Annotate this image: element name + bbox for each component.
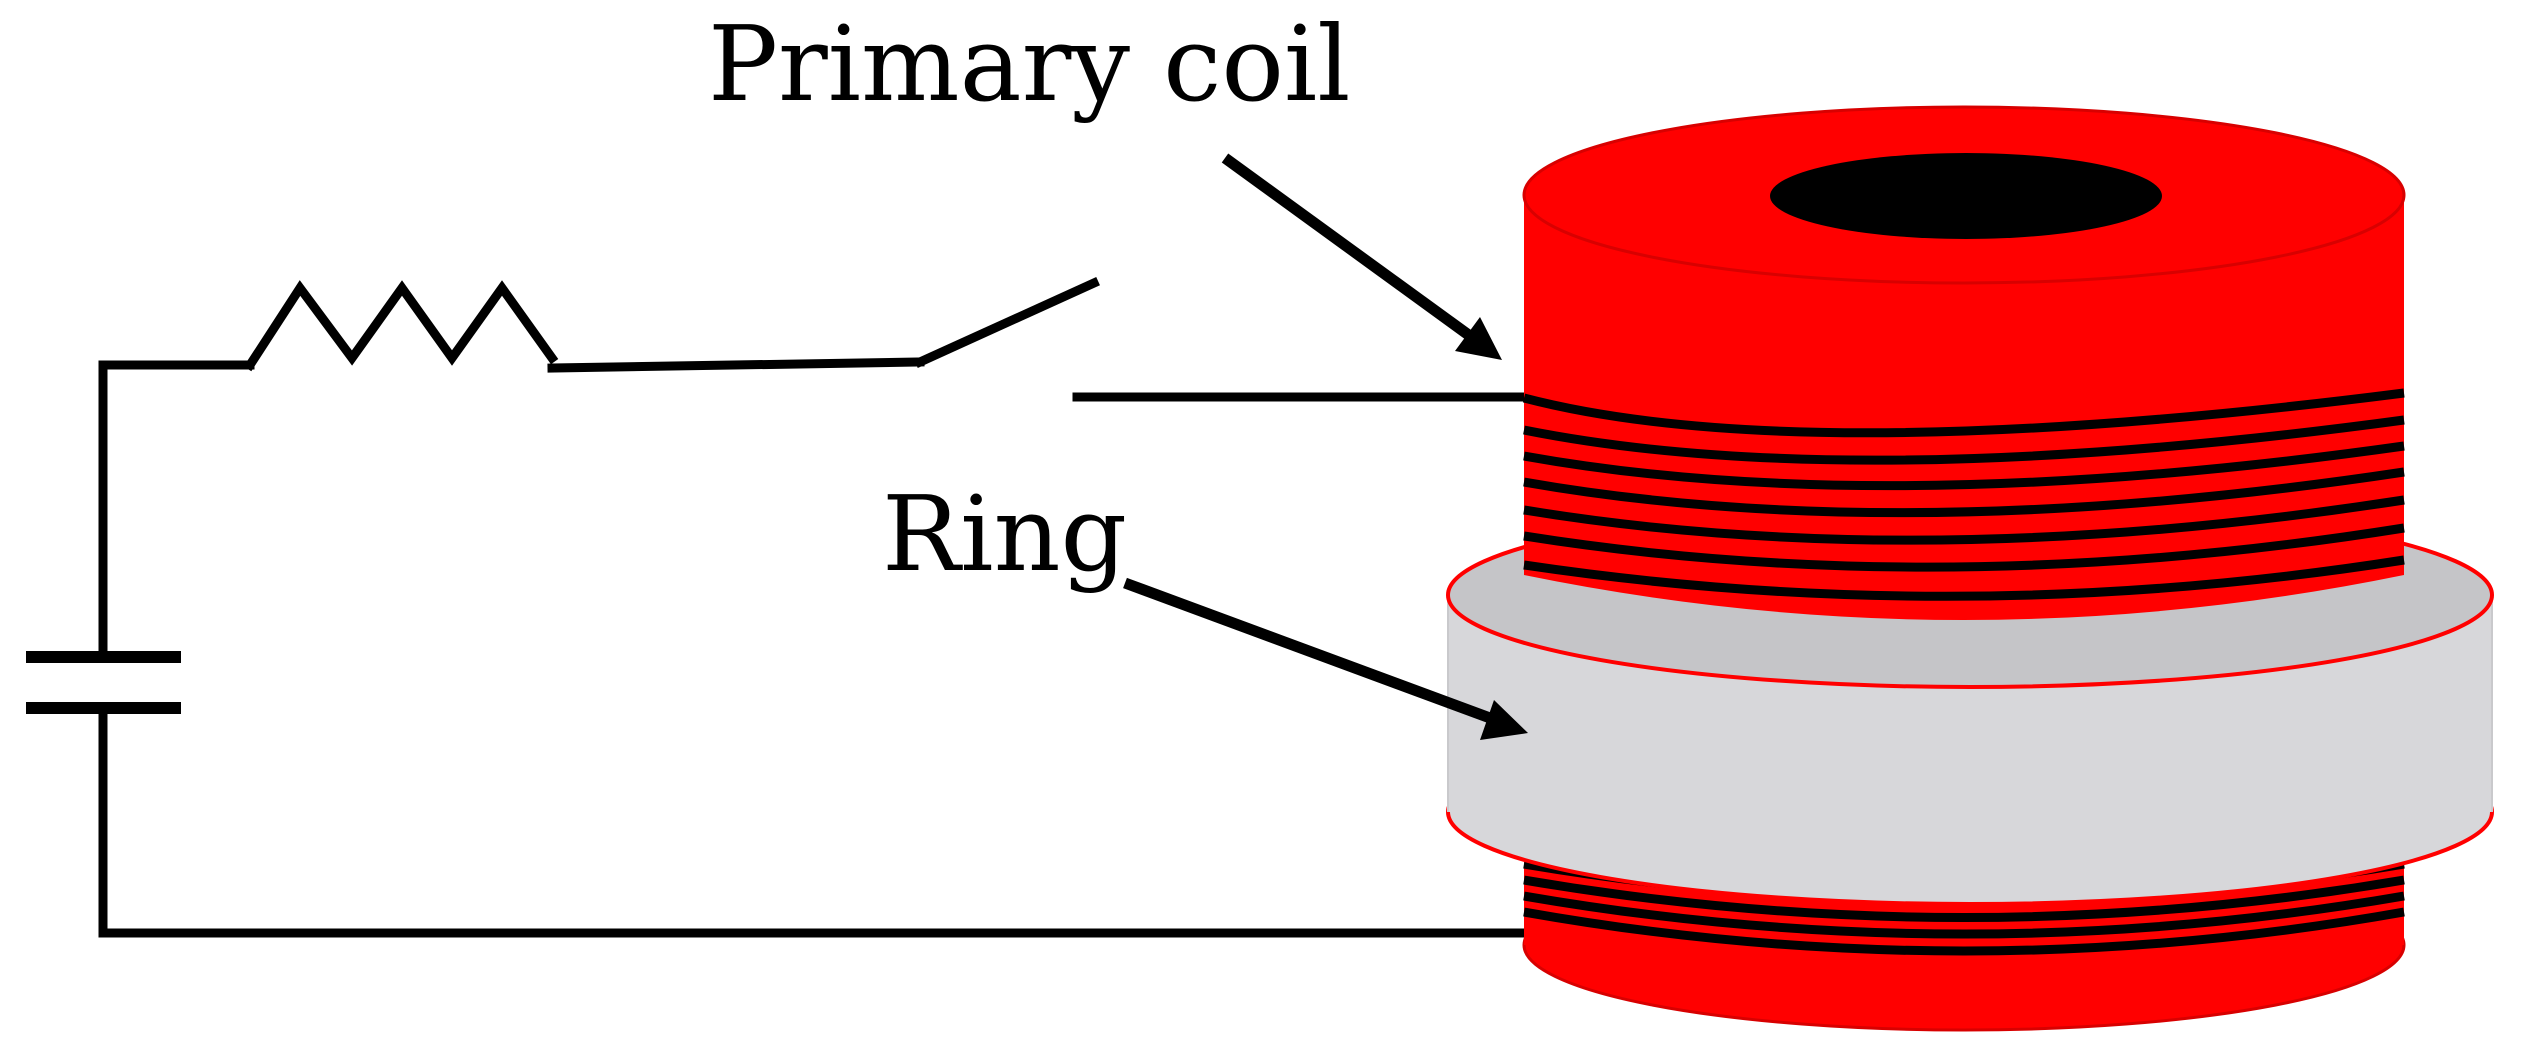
arrow-primary-coil-shaft xyxy=(1221,153,1474,341)
circuit xyxy=(26,277,1530,938)
coil-upper-body xyxy=(1524,195,2404,620)
switch-blade xyxy=(914,277,1100,368)
primary-coil-label: Primary coil xyxy=(708,3,1350,125)
coil-hole xyxy=(1770,153,2162,239)
arrows xyxy=(1123,153,1528,740)
arrow-primary-coil-head xyxy=(1455,317,1502,360)
coil-assembly xyxy=(1446,105,2494,1032)
upper-windings xyxy=(1522,388,2405,601)
wire-resistor-to-switch xyxy=(547,357,925,373)
resistor xyxy=(243,280,559,372)
wire-left-top xyxy=(98,360,255,660)
ring-label: Ring xyxy=(882,473,1127,595)
arrow-ring-shaft xyxy=(1123,577,1492,724)
arrow-ring-head xyxy=(1480,700,1528,740)
wire-bottom xyxy=(98,705,1530,938)
